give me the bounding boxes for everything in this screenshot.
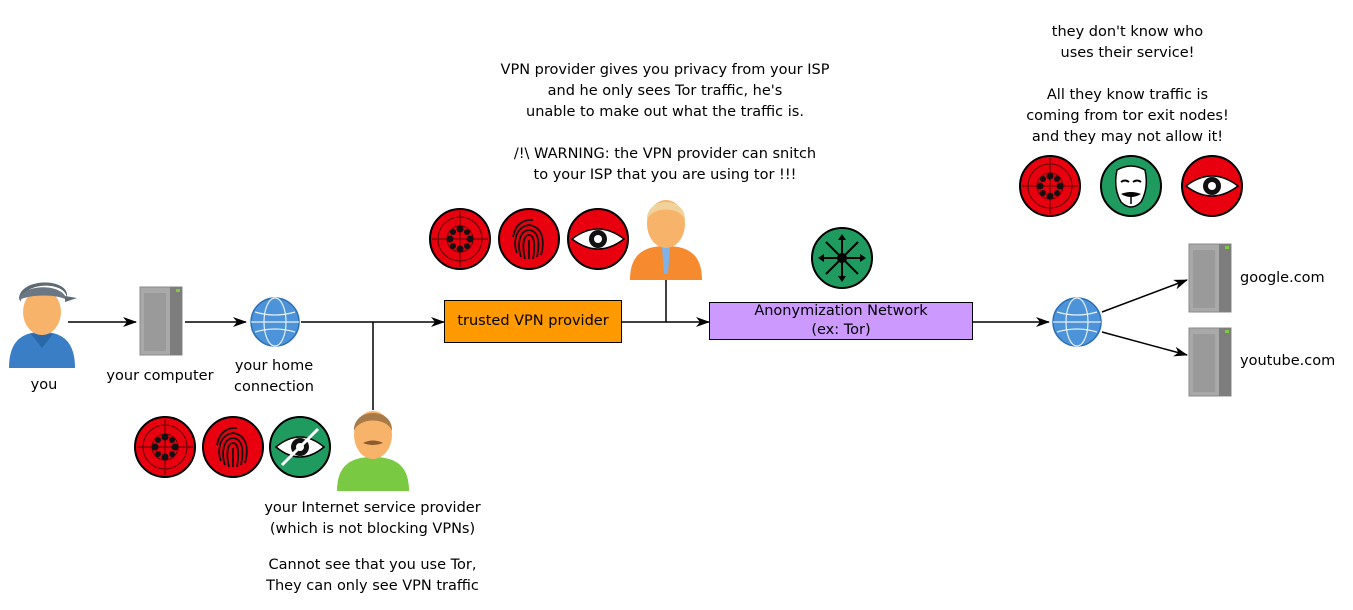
fingerprint-icon — [202, 416, 264, 478]
fingerprint-icon — [498, 208, 560, 270]
label-home-line-2: connection — [234, 379, 314, 395]
network-hub-icon — [811, 227, 873, 289]
label-home-connection: your home connection — [214, 356, 334, 398]
isp-note-line: (which is not blocking VPNs) — [269, 521, 476, 537]
sites-note-line: coming from tor exit nodes! — [1026, 108, 1229, 124]
exit-globe-icon — [1052, 297, 1102, 347]
label-computer: your computer — [106, 368, 214, 384]
vpn-provider-label: trusted VPN provider — [457, 313, 609, 329]
anonymization-network-box: Anonymization Network (ex: Tor) — [709, 302, 973, 340]
target-icon — [134, 416, 196, 478]
label-google: google.com — [1240, 270, 1325, 286]
isp-person-icon — [337, 411, 409, 491]
anon-network-sublabel: (ex: Tor) — [811, 322, 871, 338]
sites-note-line: they don't know who — [1051, 24, 1204, 40]
vpn-warning-line: to your ISP that you are using tor !!! — [533, 167, 797, 183]
isp-note-line: your Internet service provider — [264, 500, 481, 516]
sites-note-line: and they may not allow it! — [1031, 129, 1224, 145]
vpn-warning-line: /!\ WARNING: the VPN provider can snitch — [513, 146, 817, 162]
user-icon — [9, 282, 77, 368]
vpn-note-line: unable to make out what the traffic is. — [526, 104, 804, 120]
isp-note-line: They can only see VPN traffic — [266, 578, 479, 594]
isp-note-line — [250, 540, 495, 555]
target-icon — [429, 208, 491, 270]
isp-note-line: Cannot see that you use Tor, — [268, 557, 477, 573]
sites-note-line: All they know traffic is — [1046, 87, 1209, 103]
isp-note: your Internet service provider (which is… — [250, 498, 495, 597]
label-youtube: youtube.com — [1240, 353, 1336, 369]
label-home-line-1: your home — [234, 358, 314, 374]
sites-note: they don't know who uses their service! … — [1010, 22, 1245, 148]
vpn-note-line: and he only sees Tor traffic, he's — [547, 83, 783, 99]
arrow-globe-youtube — [1101, 331, 1188, 357]
vpn-provider-box: trusted VPN provider — [444, 300, 622, 343]
eye-icon — [567, 208, 629, 270]
eye-icon — [269, 416, 331, 478]
anon-network-label: Anonymization Network — [754, 303, 928, 319]
google-server-icon — [1188, 243, 1232, 313]
vpn-note-line: VPN provider gives you privacy from your… — [500, 62, 830, 78]
eye-icon — [1181, 155, 1243, 217]
label-you: you — [30, 377, 58, 393]
youtube-server-icon — [1188, 327, 1232, 397]
target-icon — [1019, 155, 1081, 217]
sites-note-line: uses their service! — [1060, 45, 1195, 61]
home-globe-icon — [250, 297, 300, 347]
vpn-note-line — [465, 123, 865, 144]
computer-server-icon — [139, 286, 183, 356]
vpn-person-icon — [630, 200, 702, 280]
arrow-globe-google — [1101, 279, 1188, 313]
anonymous-mask-icon — [1100, 155, 1162, 217]
vpn-note: VPN provider gives you privacy from your… — [465, 60, 865, 186]
sites-note-line — [1010, 64, 1245, 85]
